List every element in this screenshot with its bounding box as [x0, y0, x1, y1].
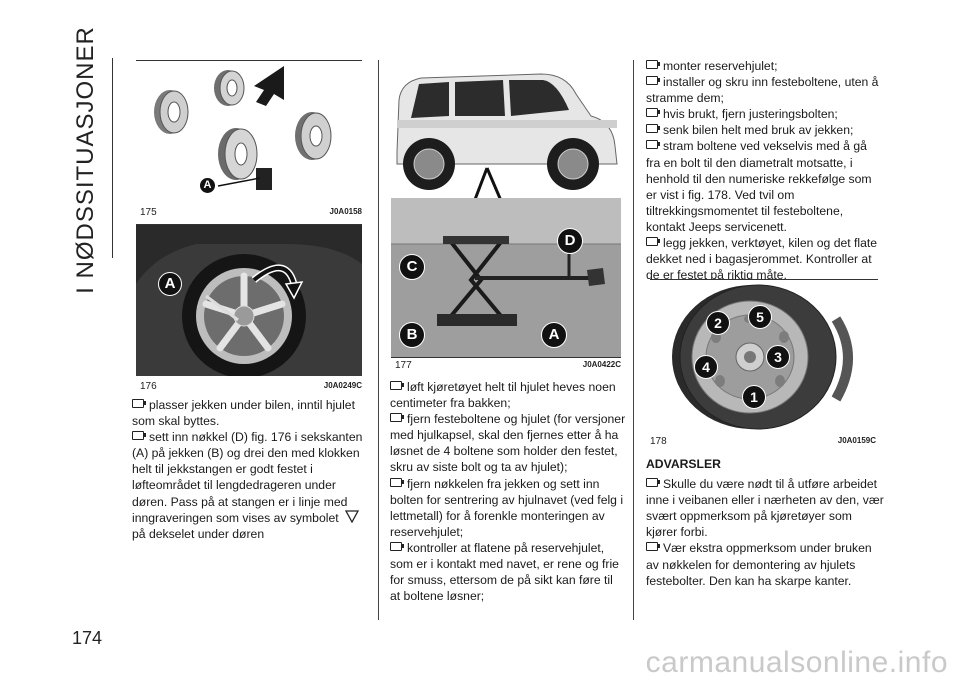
- section-title: I NØDSSITUASJONER: [66, 26, 106, 294]
- list-item: sett inn nøkkel (D) fig. 176 i sekskante…: [132, 430, 363, 541]
- bullet-marker-icon: [390, 413, 404, 423]
- callout-a: A: [200, 178, 215, 193]
- list-item: legg jekken, verktøyet, kilen og det fla…: [646, 236, 878, 283]
- figure-number: 178: [650, 436, 667, 447]
- callout-5: 5: [748, 305, 772, 329]
- list-item: plasser jekken under bilen, inntil hjule…: [132, 398, 355, 429]
- bullet-marker-icon: [132, 399, 146, 408]
- bullet-marker-icon: [646, 140, 660, 150]
- bullet-marker-icon: [390, 477, 404, 487]
- figure-177-illustration: [391, 60, 621, 358]
- section-title-text: I NØDSSITUASJONER: [72, 26, 99, 294]
- watermark: carmanualsonline.info: [645, 646, 948, 679]
- bullet-marker-icon: [646, 60, 660, 69]
- bullet-marker-icon: [646, 542, 660, 552]
- callout-b: B: [399, 322, 425, 348]
- list-item: senk bilen helt med bruk av jekken;: [646, 122, 884, 138]
- figure-number: 177: [395, 360, 412, 371]
- bullet-marker-icon: [646, 108, 660, 118]
- list-item: løft kjøretøyet helt til hjulet heves no…: [390, 380, 616, 411]
- figure-176: A: [136, 224, 362, 376]
- callout-4: 4: [694, 355, 718, 379]
- figure-code: J0A0158: [329, 207, 362, 216]
- bullet-marker-icon: [646, 478, 660, 488]
- bullet-marker-icon: [390, 541, 404, 551]
- figure-178-illustration: [650, 279, 878, 431]
- list-item: installer og skru inn festeboltene, uten…: [646, 75, 879, 106]
- bullet-marker-icon: [646, 76, 660, 86]
- bullet-marker-icon: [390, 381, 404, 390]
- warnings-heading: ADVARSLER: [646, 457, 721, 471]
- callout-a: A: [158, 272, 182, 296]
- figure-number: 175: [140, 207, 157, 218]
- bullet-marker-icon: [646, 237, 660, 247]
- list-item: fjern festeboltene og hjulet (for versjo…: [390, 412, 626, 475]
- list-item: fjern nøkkelen fra jekken og sett inn bo…: [390, 476, 624, 539]
- figure-code: J0A0422C: [582, 360, 621, 369]
- figure-175-illustration: [136, 60, 362, 190]
- callout-a: A: [541, 322, 567, 348]
- section-title-rule: [112, 58, 113, 258]
- callout-d: D: [557, 228, 583, 254]
- figure-177: D C B A: [391, 60, 621, 358]
- callout-1: 1: [742, 385, 766, 409]
- callout-3: 3: [766, 345, 790, 369]
- figure-175: A: [136, 60, 362, 202]
- callout-2: 2: [706, 311, 730, 335]
- column-divider-2: [633, 60, 634, 620]
- list-item: Vær ekstra oppmerksom under bruken av nø…: [646, 541, 872, 588]
- callout-c: C: [399, 254, 425, 280]
- bullet-marker-icon: [132, 431, 146, 441]
- column-3-text: monter reservehjulet; installer og skru …: [646, 58, 884, 283]
- figure-number: 176: [140, 381, 157, 392]
- column-divider-1: [378, 60, 379, 620]
- column-1-text: plasser jekken under bilen, inntil hjule…: [132, 397, 368, 542]
- warnings-block: ADVARSLER Skulle du være nødt til å utfø…: [646, 452, 884, 589]
- figure-176-illustration: [136, 224, 362, 376]
- page-number: 174: [72, 628, 103, 648]
- bullet-marker-icon: [646, 124, 660, 134]
- column-2-text: løft kjøretøyet helt til hjulet heves no…: [390, 379, 626, 604]
- list-item: stram boltene ved vekselvis med å gå fra…: [646, 139, 872, 234]
- figure-code: J0A0159C: [837, 436, 876, 445]
- list-item: Skulle du være nødt til å utføre arbeide…: [646, 477, 884, 540]
- figure-178: 2 5 3 4 1: [650, 279, 878, 431]
- list-item: hvis brukt, fjern justeringsbolten;: [646, 106, 884, 122]
- list-item: kontroller at flatene på reservehjulet, …: [390, 540, 619, 604]
- triangle-down-icon: [344, 510, 360, 524]
- list-item: monter reservehjulet;: [646, 58, 884, 74]
- figure-code: J0A0249C: [323, 381, 362, 390]
